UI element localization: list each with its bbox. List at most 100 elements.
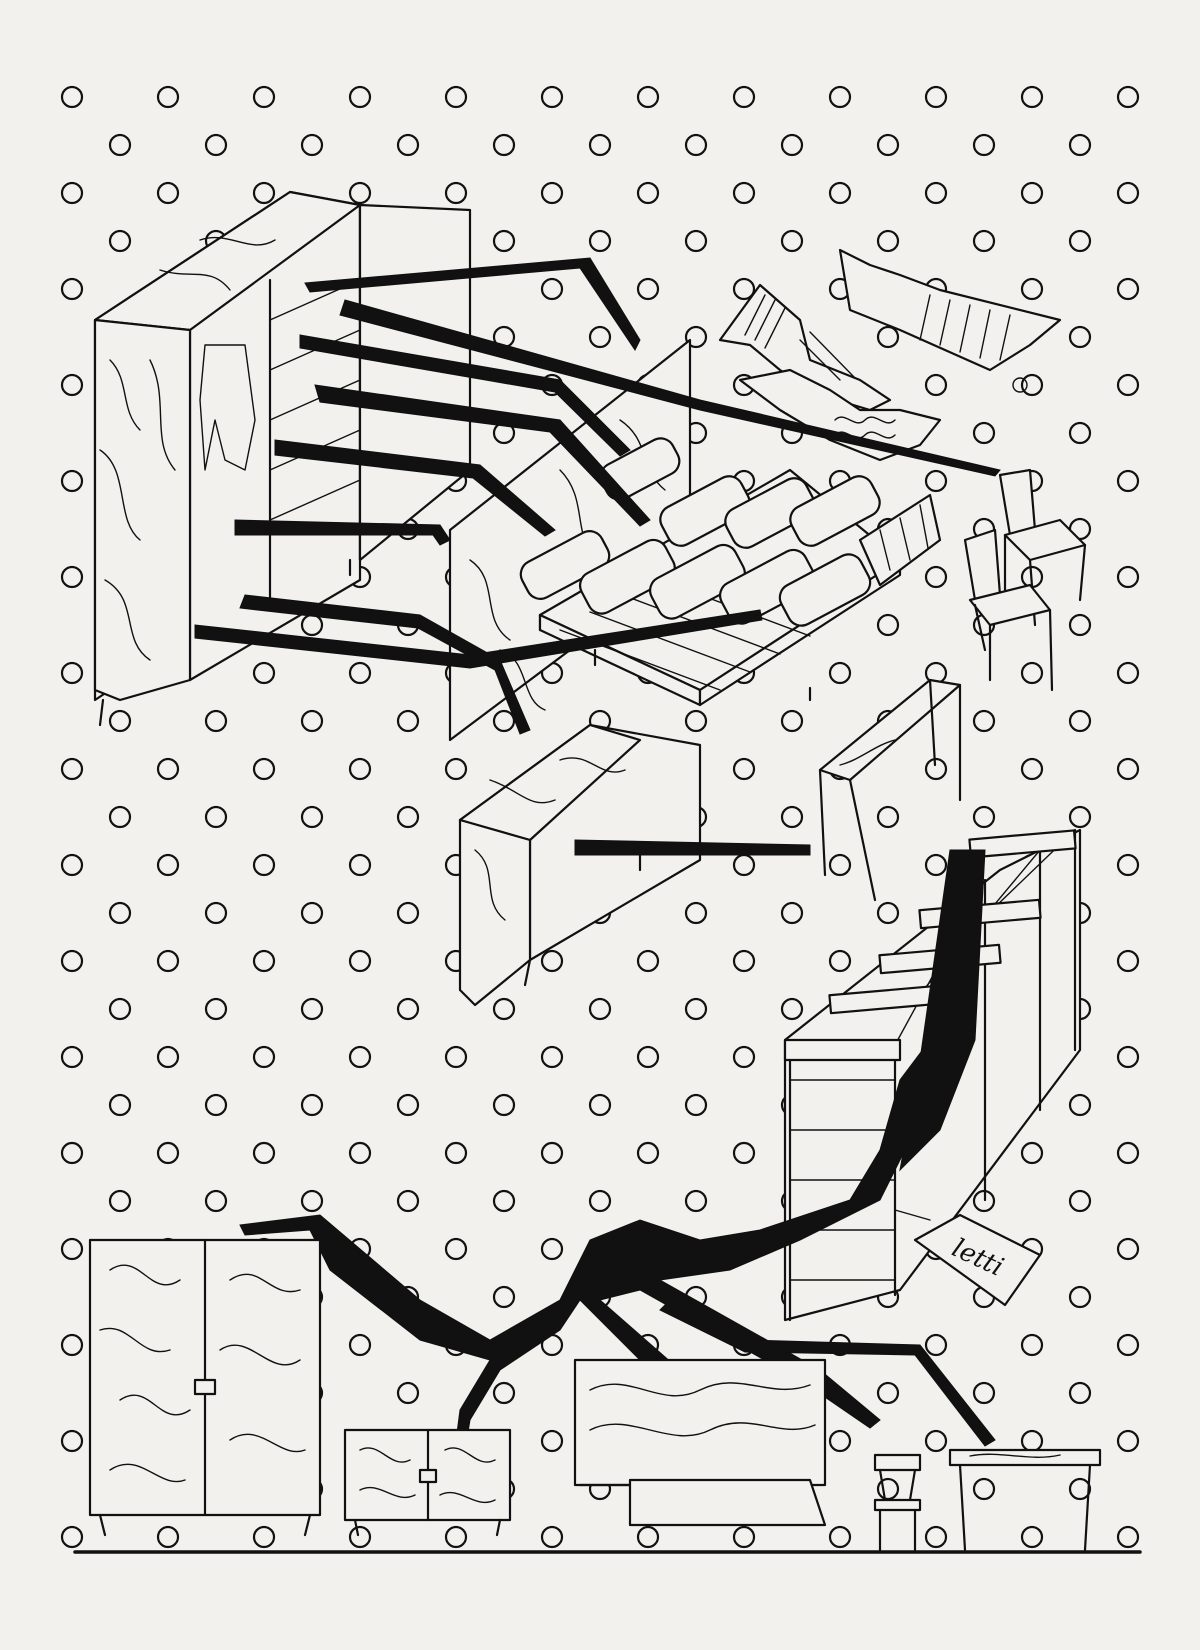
background-dot [60,1141,84,1165]
background-dot [876,1381,900,1405]
background-dot [924,85,948,109]
background-dot [1116,373,1140,397]
background-dot [1020,1429,1044,1453]
background-dot [684,901,708,925]
background-dot [1116,661,1140,685]
background-dot [732,949,756,973]
background-dot [60,373,84,397]
background-dot [828,85,852,109]
background-dot [1068,709,1092,733]
background-dot [108,709,132,733]
background-dot [828,661,852,685]
background-dot [876,901,900,925]
background-dot [684,133,708,157]
background-dot [60,661,84,685]
background-dot [828,853,852,877]
background-dot [108,1189,132,1213]
background-dot [588,997,612,1021]
background-dot [108,901,132,925]
background-dot [156,853,180,877]
background-dot [1116,85,1140,109]
background-dot [588,1093,612,1117]
background-dot [204,1189,228,1213]
background-dot [1116,757,1140,781]
background-dot [1116,1525,1140,1549]
background-dot [492,1285,516,1309]
background-dot [300,1189,324,1213]
background-dot [780,997,804,1021]
background-dot [60,853,84,877]
background-dot [396,133,420,157]
background-dot [156,1141,180,1165]
background-dot [348,757,372,781]
background-dot [396,805,420,829]
background-dot [636,949,660,973]
background-dot [348,1141,372,1165]
background-dot [684,709,708,733]
background-dot [60,1429,84,1453]
background-dot [60,1045,84,1069]
background-dot [732,757,756,781]
background-dot [972,229,996,253]
background-dot [732,853,756,877]
background-dot [540,1045,564,1069]
background-dot [876,805,900,829]
headboard-bed [573,1358,827,1527]
low-cabinet [343,1428,512,1537]
background-dot [780,805,804,829]
background-dot [732,181,756,205]
background-dot [540,1525,564,1549]
background-dot [396,1093,420,1117]
background-dot [588,325,612,349]
background-dot [924,1429,948,1453]
background-dot [684,997,708,1021]
background-dot [828,181,852,205]
background-dot [924,1333,948,1357]
background-dot [1020,85,1044,109]
background-dot [60,85,84,109]
background-dot [252,1141,276,1165]
background-dot [1116,1141,1140,1165]
background-dot [108,133,132,157]
background-dot [156,1525,180,1549]
background-dot [1116,469,1140,493]
background-dot [348,1333,372,1357]
background-dot [444,1237,468,1261]
background-dot [1068,1189,1092,1213]
background-dot [828,1429,852,1453]
background-dot [252,1045,276,1069]
background-dot [252,1525,276,1549]
background-dot [396,997,420,1021]
background-dot [252,181,276,205]
background-dot [300,805,324,829]
background-dot [108,805,132,829]
background-dot [588,133,612,157]
background-dot [876,229,900,253]
background-dot [396,709,420,733]
background-dot [684,1189,708,1213]
background-dot [300,997,324,1021]
background-dot [60,757,84,781]
background-dot [636,85,660,109]
background-dot [876,613,900,637]
background-dot [1020,1141,1044,1165]
background-dot [300,613,324,637]
background-dot [156,1045,180,1069]
background-dot [60,469,84,493]
background-dot [300,901,324,925]
background-dot [924,565,948,589]
background-dot [492,1381,516,1405]
background-dot [588,229,612,253]
small-table [948,1448,1102,1552]
mattress-cushions [519,437,881,627]
background-dot [396,1189,420,1213]
background-dot [972,421,996,445]
background-dot [1068,421,1092,445]
background-dot [492,1189,516,1213]
tall-wardrobe [88,1238,322,1537]
background-dot [636,1525,660,1549]
background-dot [252,853,276,877]
background-dot [1068,325,1092,349]
small-chair [873,1453,922,1552]
background-dot [972,709,996,733]
